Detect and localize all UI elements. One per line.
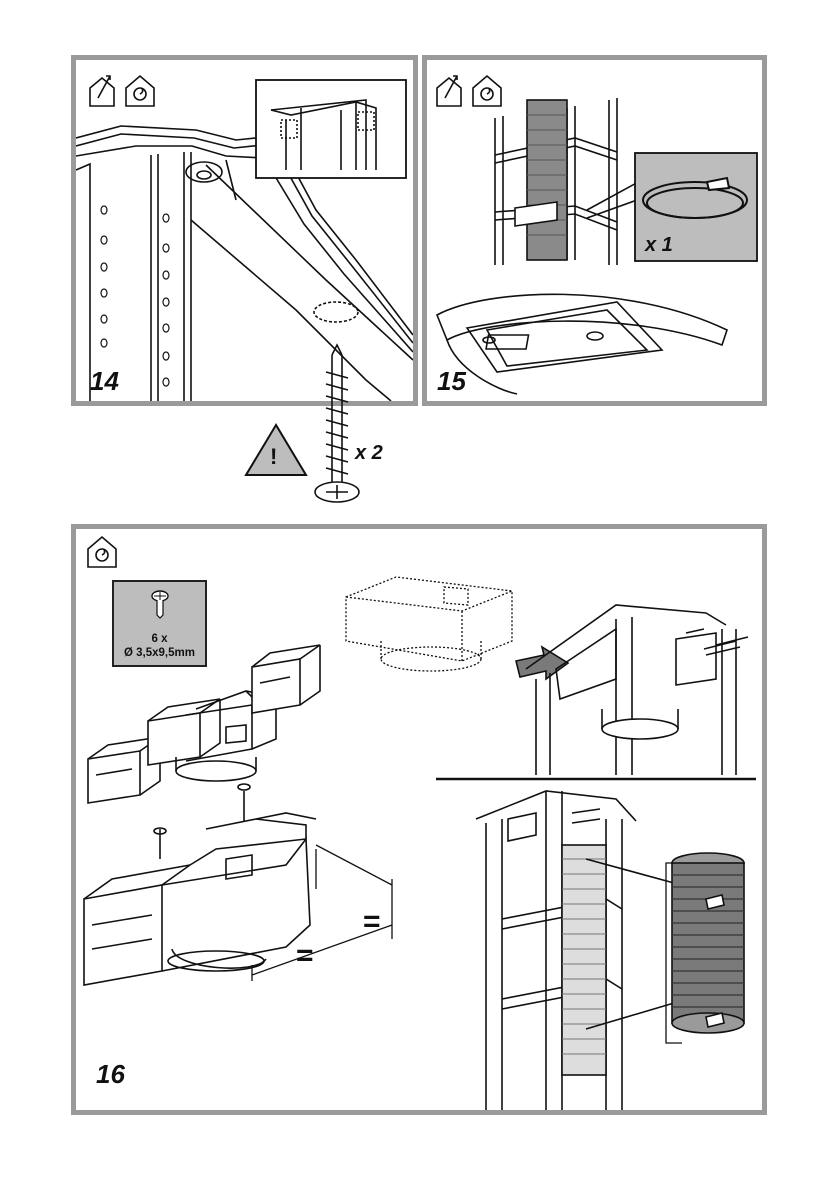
screw-qty-line: 6 x: [114, 632, 205, 646]
small-screw-icon: [150, 589, 170, 619]
warning-screw-graphic: [0, 0, 840, 520]
screw-quantity: x 2: [355, 442, 383, 465]
equal-distance-marker-left: =: [296, 939, 314, 973]
screw-icon: [315, 345, 359, 502]
step-16-panel: 6 x Ø 3,5x9,5mm = = 16: [71, 524, 767, 1115]
install-recirculation-icon: [88, 537, 116, 567]
screw-size-line: Ø 3,5x9,5mm: [114, 646, 205, 660]
warning-symbol: !: [270, 444, 277, 470]
step-number: 16: [96, 1059, 125, 1090]
equal-distance-marker-right: =: [363, 905, 381, 939]
